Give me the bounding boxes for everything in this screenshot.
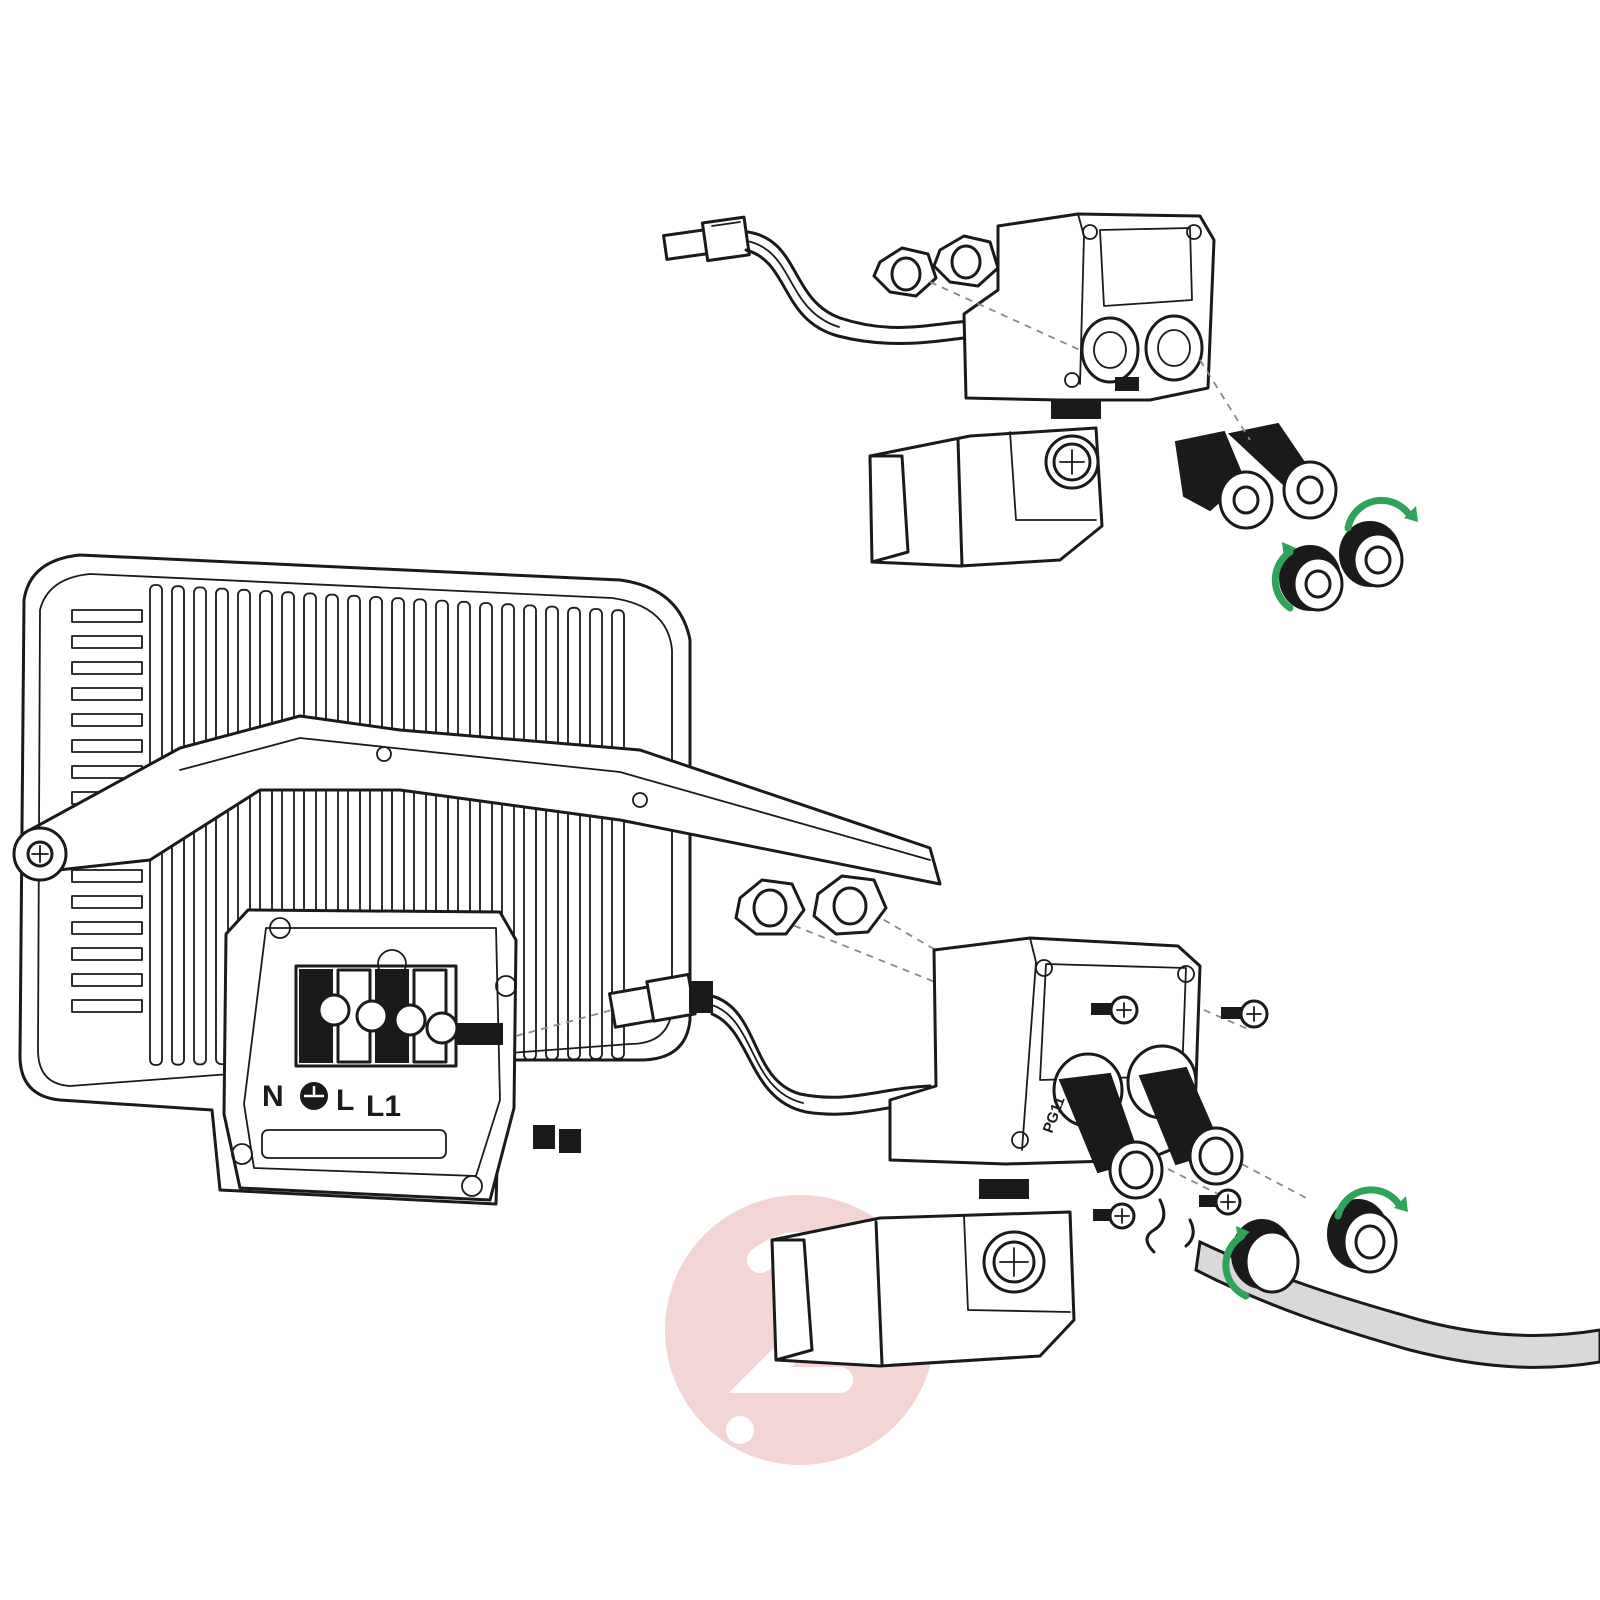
swivel-joint-bottom xyxy=(979,1179,1029,1199)
cable-gland-bottom-2 xyxy=(1126,1044,1244,1186)
hex-nut-bottom-1 xyxy=(734,878,806,936)
cooling-fin xyxy=(545,605,559,1061)
side-fin xyxy=(71,609,143,623)
gland-cap-top-1 xyxy=(1279,545,1344,612)
side-fin xyxy=(71,661,143,675)
cooling-fin xyxy=(611,609,625,1060)
rotate-arrow-icon xyxy=(1271,542,1296,612)
rotate-arrow-icon xyxy=(1222,1226,1250,1300)
hex-nut-top-2 xyxy=(932,234,1000,288)
terminal-block xyxy=(294,949,503,1068)
side-fin xyxy=(71,713,143,727)
screw-icon xyxy=(1221,999,1269,1029)
mounting-bracket xyxy=(12,714,942,886)
screw-icon xyxy=(1091,995,1139,1025)
side-fin xyxy=(71,635,143,649)
rotate-arrow-icon xyxy=(1334,1186,1408,1220)
side-fin xyxy=(71,739,143,753)
terminal-label-l1: L1 xyxy=(366,1090,401,1123)
rotate-arrow-icon xyxy=(1344,496,1418,532)
floodlight-back-housing: N L L1 xyxy=(12,553,942,1206)
hex-nut-top-1 xyxy=(872,246,938,298)
sensor-housing-top xyxy=(962,212,1216,402)
cooling-fin xyxy=(215,587,229,1065)
hex-nut-bottom-2 xyxy=(812,874,888,936)
cable-gland-bottom-1: PG11 xyxy=(1040,1052,1164,1200)
cable-gland-top-2 xyxy=(1227,422,1338,520)
side-fin xyxy=(71,895,143,909)
sensor-exploded-view-bottom: PG11 xyxy=(515,874,1600,1369)
side-fin xyxy=(71,947,143,961)
side-fin xyxy=(71,921,143,935)
side-fin xyxy=(71,869,143,883)
side-fin xyxy=(71,687,143,701)
terminal-box: N L L1 xyxy=(222,908,518,1202)
gland-cap-top-2 xyxy=(1339,521,1404,588)
screw-icon xyxy=(1199,1188,1242,1216)
connector-plug-bottom xyxy=(608,972,713,1029)
cooling-fin xyxy=(567,606,581,1061)
cooling-fin xyxy=(589,608,603,1060)
pir-sensor-head-bottom xyxy=(770,1210,1076,1368)
sensor-exploded-view-top xyxy=(662,212,1418,612)
cable-gland-top-1 xyxy=(1174,430,1274,530)
pir-sensor-head-top xyxy=(868,426,1104,568)
screw-icon xyxy=(1093,1202,1136,1230)
side-fin xyxy=(71,999,143,1013)
mains-cable xyxy=(1194,1239,1600,1369)
terminal-label-l: L xyxy=(336,1084,354,1117)
cooling-fin xyxy=(523,604,537,1061)
swivel-joint-top xyxy=(1051,401,1101,419)
side-fin xyxy=(71,973,143,987)
connector-plug-top xyxy=(662,215,751,263)
gland-nut-on-cable-1 xyxy=(1231,1219,1300,1294)
earth-ground-icon xyxy=(300,1082,328,1110)
terminal-label-n: N xyxy=(262,1080,284,1113)
gland-nut-on-cable-2 xyxy=(1327,1199,1398,1274)
terminal-labels: N L L1 xyxy=(262,1080,401,1123)
